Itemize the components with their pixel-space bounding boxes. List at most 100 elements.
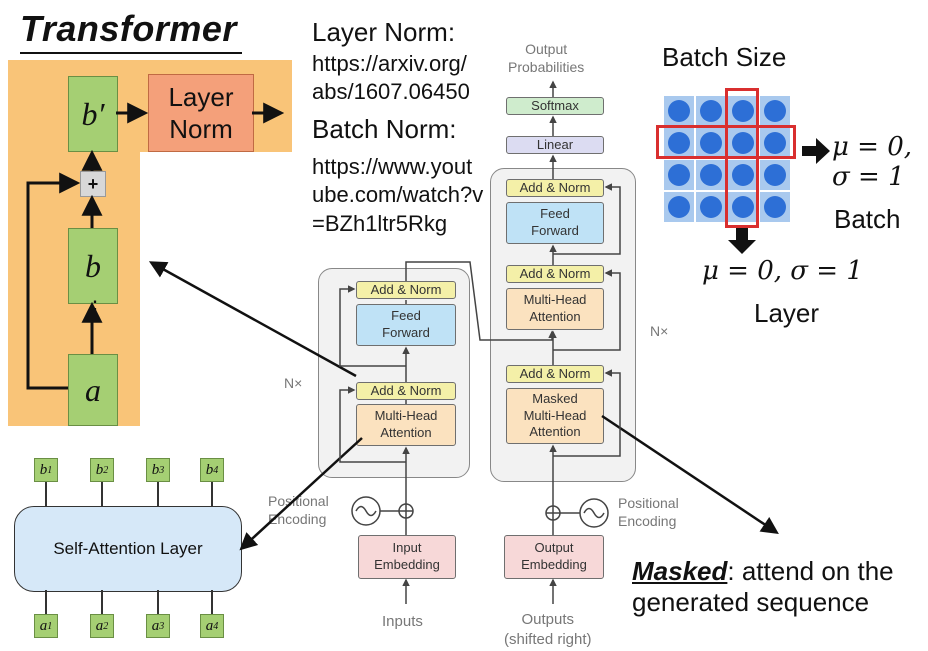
decoder-positional-encoding: Positional Encoding [618, 494, 679, 530]
grid-cell [664, 160, 694, 190]
grid-cell [696, 96, 726, 126]
enc-residual-2 [339, 285, 406, 367]
ff-line1: Feed [391, 308, 421, 324]
mha-line1: Multi-Head [523, 292, 587, 308]
encoder-add-norm-bottom: Add & Norm [356, 382, 456, 400]
decoder-masked-attention: Masked Multi-Head Attention [506, 388, 604, 444]
row-stats: μ = 0, σ = 1 [832, 132, 912, 192]
ff-line2: Forward [531, 223, 579, 238]
masked-line3: Attention [529, 424, 581, 440]
grid-cell [760, 192, 790, 222]
enc-plus-icon [399, 504, 413, 518]
batch-label: Batch [834, 204, 901, 234]
b-box: b [68, 228, 118, 304]
decoder-add-norm-3: Add & Norm [506, 365, 604, 383]
arrow-mha-to-selfattention [239, 437, 363, 551]
col-arrow-icon [728, 228, 756, 254]
add-norm-label: Add & Norm [519, 179, 591, 195]
grid-dot [668, 164, 690, 186]
output-embedding: Output Embedding [504, 535, 604, 579]
emb-line2: Embedding [374, 557, 440, 572]
encoder-add-norm-top: Add & Norm [356, 281, 456, 299]
decoder-nx: N× [650, 323, 669, 339]
layer-norm-url-line1[interactable]: https://arxiv.org/ [312, 50, 467, 76]
dec-residual-1 [553, 369, 621, 457]
encoder-feed-forward: Feed Forward [356, 304, 456, 346]
pos-line1: Positional [268, 493, 329, 509]
arrow-addnorm-to-residual [148, 261, 357, 378]
layer-norm-line2: Norm [169, 114, 233, 144]
sa-out-line [211, 482, 213, 506]
b-prime-label: b′ [81, 95, 105, 132]
grid-cell [760, 160, 790, 190]
pos-line1: Positional [618, 495, 679, 511]
masked-bold: Masked [632, 556, 728, 586]
mha-line1: Multi-Head [374, 408, 438, 424]
grid-dot [732, 196, 754, 218]
grid-dot [732, 132, 754, 154]
batch-norm-url-line3[interactable]: =BZh1ltr5Rkg [312, 210, 448, 236]
layer-norm-box: Layer Norm [148, 74, 254, 152]
a-label: a [85, 371, 101, 408]
decoder-multi-head-attention: Multi-Head Attention [506, 288, 604, 330]
sa-in-line [211, 590, 213, 614]
grid-cell [728, 160, 758, 190]
grid-dot [700, 164, 722, 186]
enc-sine-wave [355, 505, 377, 517]
row-arrow-icon [802, 138, 830, 164]
b-label: b [85, 247, 101, 284]
batch-size-title: Batch Size [662, 42, 787, 72]
encoder-positional-encoding: Positional Encoding [268, 492, 329, 528]
enc-residual-1 [339, 386, 406, 463]
grid-dot [700, 100, 722, 122]
masked-note: Masked: attend on the generated sequence [632, 556, 894, 618]
title-underline [20, 52, 242, 54]
linear-box: Linear [506, 136, 604, 154]
grid-cell [664, 192, 694, 222]
mha-line2: Attention [380, 425, 432, 440]
grid-cell [728, 192, 758, 222]
decoder-add-norm-1: Add & Norm [506, 179, 604, 197]
grid-dot [700, 196, 722, 218]
sa-out-line [157, 482, 159, 506]
emb-line2: Embedding [521, 557, 587, 572]
grid-cell [696, 160, 726, 190]
inputs-label: Inputs [382, 613, 423, 630]
batch-norm-heading: Batch Norm: [312, 113, 457, 144]
masked-line2: Multi-Head [523, 407, 587, 423]
dec-plus-icon [546, 506, 560, 520]
pos-line2: Encoding [268, 511, 327, 528]
grid-dot [764, 164, 786, 186]
batch-norm-url-line2[interactable]: ube.com/watch?v [312, 182, 484, 208]
enc-to-dec-attention [405, 261, 556, 341]
outputs-line2: (shifted right) [504, 630, 592, 648]
sa-in-line [101, 590, 103, 614]
dec-residual-2 [553, 269, 621, 351]
grid-cell [760, 128, 790, 158]
output-probabilities: Output Probabilities [508, 40, 584, 76]
outputs-label: Outputs (shifted right) [504, 610, 592, 649]
sa-in-line [45, 590, 47, 614]
layer-norm-line1: Layer [168, 81, 234, 112]
col-stats: μ = 0, σ = 1 [702, 256, 863, 286]
ff-line2: Forward [382, 325, 430, 340]
ff-line1: Feed [540, 206, 570, 222]
layer-norm-url-line2[interactable]: abs/1607.06450 [312, 79, 470, 105]
grid-dot [668, 132, 690, 154]
residual-skip-connection [26, 172, 81, 390]
batch-norm-url-line1[interactable]: https://www.yout [312, 153, 473, 179]
grid-dot [700, 132, 722, 154]
panel-cutout [140, 152, 292, 426]
grid-dot [764, 132, 786, 154]
linear-label: Linear [536, 136, 574, 152]
op-line1: Output [525, 41, 568, 57]
encoder-nx: N× [284, 375, 303, 391]
